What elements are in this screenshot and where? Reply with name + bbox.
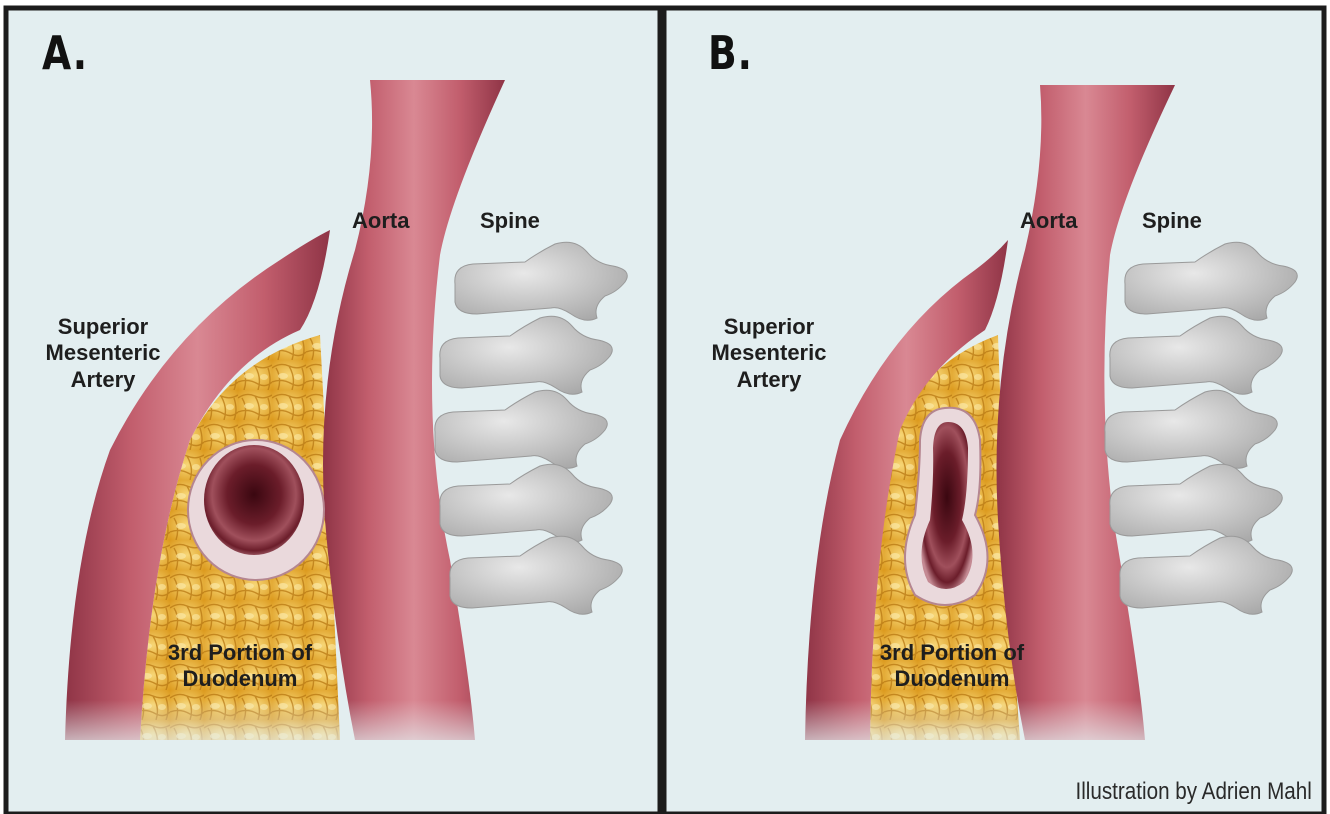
panel-b-letter: B. — [708, 30, 753, 76]
sma-label-b: Superior Mesenteric Artery — [694, 314, 844, 393]
sma-label-line3-b: Artery — [694, 367, 844, 393]
sma-label-a: Superior Mesenteric Artery — [28, 314, 178, 393]
sma-label-line2-b: Mesenteric — [694, 340, 844, 366]
spine-label-a: Spine — [480, 208, 540, 234]
duodenum-label-line1-a: 3rd Portion of — [140, 640, 340, 666]
illustration-credit: Illustration by Adrien Mahl — [1076, 780, 1312, 804]
spine-vertebrae-b — [1105, 242, 1297, 614]
duodenum-label-line2-b: Duodenum — [852, 666, 1052, 692]
duodenum-label-a: 3rd Portion of Duodenum — [140, 640, 340, 693]
duodenum-cross-section-a — [188, 440, 324, 580]
sma-label-line3-a: Artery — [28, 367, 178, 393]
sma-label-line1-b: Superior — [694, 314, 844, 340]
aorta-label-a: Aorta — [352, 208, 409, 234]
duodenum-label-b: 3rd Portion of Duodenum — [852, 640, 1052, 693]
sma-label-line2-a: Mesenteric — [28, 340, 178, 366]
panel-b — [664, 8, 1324, 814]
duodenum-label-line2-a: Duodenum — [140, 666, 340, 692]
panel-a — [6, 8, 660, 814]
spine-vertebrae-a — [435, 242, 627, 614]
panel-a-letter: A. — [42, 30, 88, 76]
spine-label-b: Spine — [1142, 208, 1202, 234]
sma-label-line1-a: Superior — [28, 314, 178, 340]
aorta-label-b: Aorta — [1020, 208, 1077, 234]
duodenum-label-line1-b: 3rd Portion of — [852, 640, 1052, 666]
